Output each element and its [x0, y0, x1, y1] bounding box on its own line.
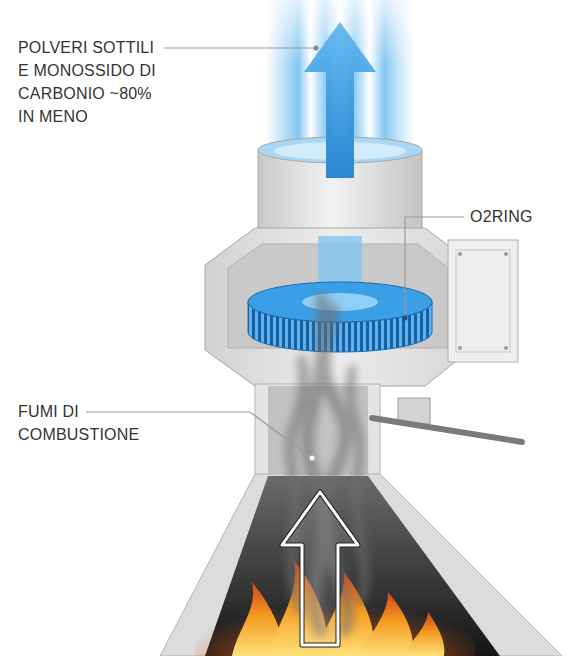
damper-rod — [372, 418, 522, 442]
leader-dot — [310, 456, 315, 461]
flue-gas-arrow-outline — [282, 492, 358, 645]
panel-bolt — [458, 346, 462, 350]
leader-line — [405, 217, 464, 318]
callout-label: FUMI DI COMBUSTIONE — [18, 400, 143, 446]
callout-label: O2RING — [470, 205, 580, 228]
flame — [404, 612, 444, 656]
leader-lines — [86, 48, 464, 458]
leader-dot — [403, 316, 408, 321]
smoke-wisp — [350, 370, 364, 600]
o2ring-hole — [302, 293, 378, 311]
leader-dot — [314, 46, 319, 51]
panel-bolt — [504, 252, 508, 256]
panel-bolt — [504, 346, 508, 350]
clean-air-arrow — [304, 22, 376, 178]
panel-bolt — [458, 252, 462, 256]
access-panel-frame — [456, 250, 510, 352]
flame — [362, 592, 413, 656]
access-panel — [448, 240, 518, 362]
callout-label: POLVERI SOTTILI E MONOSSIDO DI CARBONIO … — [18, 36, 163, 128]
leader-line — [164, 47, 316, 48]
flue-gas-arrow — [282, 492, 358, 645]
